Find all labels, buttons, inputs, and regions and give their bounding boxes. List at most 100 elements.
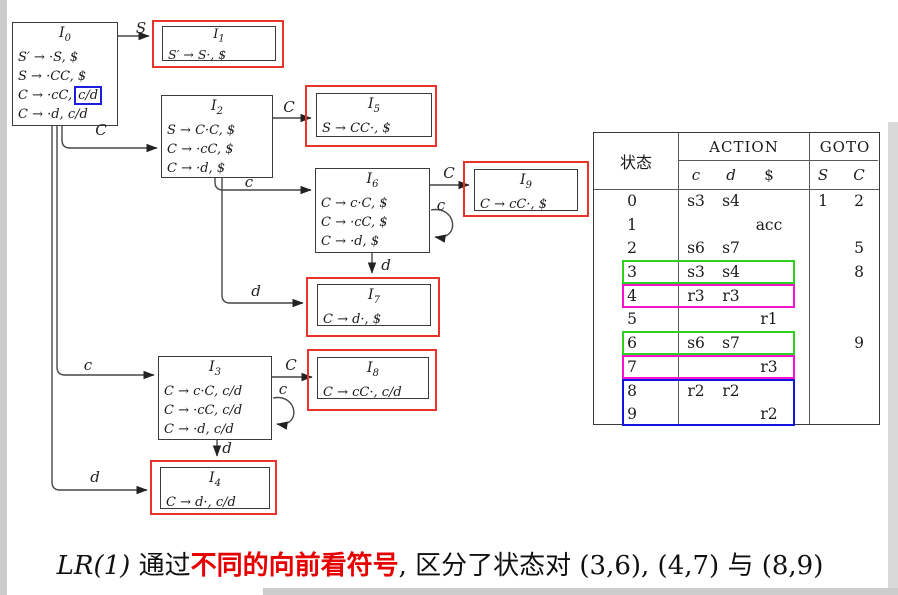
cell-goto-C: 5 bbox=[854, 239, 864, 257]
production: C → ·cC, c/d bbox=[164, 402, 243, 418]
edge-label-d: d bbox=[381, 256, 391, 274]
table-col-dollar: $ bbox=[764, 166, 774, 184]
caption-part2: , 区分了状态对 (3,6), (4,7) 与 (8,9) bbox=[398, 551, 824, 581]
cell-action-dollar: r2 bbox=[760, 405, 778, 423]
cell-action-d: s4 bbox=[722, 263, 740, 281]
state-box-i0: I0 S′ → ·S, $ S → ·CC, $ C → ·cC,c/d C →… bbox=[12, 22, 118, 126]
table-row-4: 4 r3 r3 bbox=[594, 284, 879, 308]
cell-state: 4 bbox=[627, 287, 637, 305]
state-box-i2: I2 S → C·C, $ C → ·cC, $ C → ·d, $ bbox=[161, 95, 273, 178]
state-box-i7: I7 C → d·, $ bbox=[317, 284, 431, 327]
state-highlight-i4: I4 C → d·, c/d bbox=[150, 460, 277, 515]
cell-state: 9 bbox=[627, 405, 637, 423]
edge-label-C: C bbox=[283, 98, 295, 116]
cell-action-c: s3 bbox=[687, 263, 705, 281]
edge-i3-selfloop bbox=[272, 396, 295, 430]
table-divider bbox=[809, 133, 811, 424]
state-highlight-i7: I7 C → d·, $ bbox=[306, 277, 440, 337]
edge-label-c: c bbox=[436, 196, 446, 214]
cell-action-d: s7 bbox=[722, 239, 740, 257]
edge-label-S: S bbox=[135, 19, 147, 37]
cell-action-c: s6 bbox=[687, 334, 705, 352]
state-box-i6: I6 C → c·C, $ C → ·cC, $ C → ·d, $ bbox=[315, 168, 430, 253]
table-row-9: 9 r2 bbox=[594, 402, 879, 426]
table-header-state: 状态 bbox=[619, 155, 653, 172]
edge-i0-i2 bbox=[61, 126, 158, 153]
table-row-6: 6 s6 s7 9 bbox=[594, 331, 879, 355]
table-row-2: 2 s6 s7 5 bbox=[594, 236, 879, 260]
production: C → ·d, $ bbox=[167, 160, 226, 176]
edge-i0-i3 bbox=[56, 126, 155, 380]
cell-goto-C: 2 bbox=[854, 192, 864, 210]
table-header-action: ACTION bbox=[709, 138, 779, 156]
state-title-i5: I5 bbox=[368, 96, 380, 115]
production: C → c·C, $ bbox=[321, 195, 388, 211]
table-row-8: 8 r2 r2 bbox=[594, 379, 879, 403]
production: C → ·d, c/d bbox=[164, 421, 234, 437]
table-row-0: 0 s3 s4 1 2 bbox=[594, 189, 879, 213]
cell-goto-S: 1 bbox=[818, 192, 828, 210]
edge-label-C: C bbox=[285, 356, 297, 374]
table-row-7: 7 r3 bbox=[594, 355, 879, 379]
table-row-5: 5 r1 bbox=[594, 307, 879, 331]
table-header-goto: GOTO bbox=[819, 138, 871, 156]
lookahead-highlight-box: c/d bbox=[74, 85, 103, 105]
state-box-i9: I9 C → cC·, $ bbox=[474, 169, 578, 212]
state-title-i6: I6 bbox=[366, 171, 379, 190]
edge-label-d: d bbox=[251, 282, 261, 300]
caption-lr1: LR(1) bbox=[56, 551, 131, 581]
scan-edge-left bbox=[0, 0, 7, 595]
cell-action-c: s6 bbox=[687, 239, 705, 257]
caption-red-emphasis: 不同的向前看符号 bbox=[190, 551, 399, 581]
state-title-i9: I9 bbox=[520, 172, 532, 191]
edge-label-d: d bbox=[90, 468, 100, 486]
table-divider bbox=[678, 133, 680, 424]
caption-part1: 通过 bbox=[130, 551, 191, 581]
cell-action-c: r3 bbox=[687, 287, 705, 305]
table-row-3: 3 s3 s4 8 bbox=[594, 260, 879, 284]
edge-i0-i4 bbox=[51, 126, 148, 495]
state-title-i8: I8 bbox=[367, 360, 379, 379]
table-col-S: S bbox=[817, 166, 829, 184]
table-col-C: C bbox=[853, 166, 865, 184]
edge-label-d: d bbox=[222, 439, 232, 457]
cell-goto-C: 8 bbox=[854, 263, 864, 281]
production: C → ·cC, $ bbox=[321, 214, 388, 230]
edge-label-C: C bbox=[443, 164, 455, 182]
scan-edge-right bbox=[888, 122, 898, 595]
parse-table: 状态 ACTION GOTO c d $ S C 0 s3 s4 1 2 1 a… bbox=[593, 132, 880, 426]
cell-action-c: s3 bbox=[687, 192, 705, 210]
cell-action-d: r3 bbox=[722, 287, 740, 305]
state-title-i2: I2 bbox=[211, 98, 223, 117]
cell-action-dollar: acc bbox=[755, 216, 783, 234]
cell-action-dollar: r3 bbox=[760, 358, 778, 376]
highlight-row-7-magenta bbox=[622, 355, 795, 379]
production: C → d·, $ bbox=[323, 311, 382, 327]
state-box-i1: I1 S′ → S·, $ bbox=[162, 26, 276, 62]
highlight-rows-8-9-blue bbox=[622, 379, 795, 426]
state-title-i4: I4 bbox=[209, 470, 221, 489]
edge-i6-selfloop bbox=[430, 208, 454, 243]
state-highlight-i9: I9 C → cC·, $ bbox=[463, 161, 589, 217]
cell-state: 7 bbox=[627, 358, 637, 376]
state-title-i7: I7 bbox=[368, 287, 380, 306]
cell-state: 5 bbox=[627, 310, 637, 328]
highlight-row-6-green bbox=[622, 331, 795, 355]
cell-action-d: r2 bbox=[722, 382, 740, 400]
state-highlight-i8: I8 C → cC·, c/d bbox=[307, 349, 437, 411]
state-title-i3: I3 bbox=[209, 359, 221, 378]
cell-state: 3 bbox=[627, 263, 637, 281]
cell-action-d: s4 bbox=[722, 192, 740, 210]
table-row-1: 1 acc bbox=[594, 213, 879, 237]
state-box-i8: I8 C → cC·, c/d bbox=[317, 357, 429, 400]
cell-state: 6 bbox=[627, 334, 637, 352]
caption: LR(1) 通过不同的向前看符号, 区分了状态对 (3,6), (4,7) 与 … bbox=[0, 545, 880, 582]
table-col-c: c bbox=[691, 166, 701, 184]
cell-state: 8 bbox=[627, 382, 637, 400]
edge-label-c: c bbox=[244, 173, 254, 191]
edge-i2-i7 bbox=[221, 178, 304, 308]
highlight-row-3-green bbox=[622, 260, 795, 284]
edge-label-c: c bbox=[83, 356, 93, 374]
